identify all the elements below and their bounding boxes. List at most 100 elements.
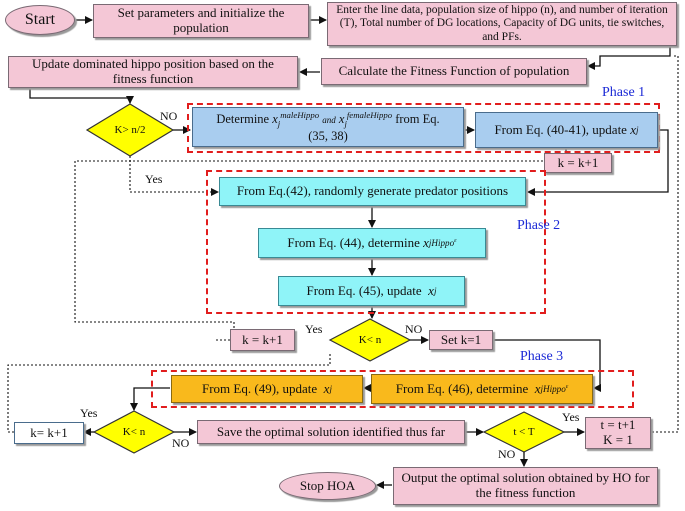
male-sub: j (277, 119, 281, 130)
stop-label: Stop HOA (299, 477, 356, 493)
yes-label-3: Yes (80, 406, 98, 420)
calculate-fitness-text: Calculate the Fitness Function of popula… (338, 63, 570, 79)
k-increment-3-text: k= k+1 (30, 424, 68, 440)
phase-1-region (187, 103, 660, 153)
decision-k-lt-n-phase2 (328, 318, 412, 362)
arrow-update-kn2 (29, 82, 134, 104)
eq-49-var: x (323, 380, 330, 396)
decision-k-lt-n-label-1: K< n (345, 332, 395, 348)
eq-49-sub: j (329, 383, 332, 394)
calculate-fitness-box: Calculate the Fitness Function of popula… (321, 58, 587, 85)
male-hippo-var: x (272, 112, 278, 127)
start-terminal: Start (5, 5, 75, 35)
eq-46-sup: Hippoε (543, 383, 568, 394)
determine-suffix: from Eq. (395, 112, 440, 127)
eq-42-box: From Eq.(42), randomly generate predator… (219, 177, 526, 206)
eq-40-41-var: x (630, 121, 636, 137)
enter-data-text: Enter the line data, population size of … (336, 4, 668, 43)
k-increment-3-box: k= k+1 (14, 422, 84, 444)
yes-label-2: Yes (305, 322, 323, 336)
and-word: and (322, 115, 336, 126)
determine-line1: Determine xjmaleHippo and xjfemaleHippo … (216, 110, 439, 129)
loop-tinc-back (652, 55, 679, 433)
eq-46-var: x (534, 380, 541, 396)
eq-49-text: From Eq. (49), update (202, 380, 318, 396)
eq-42-text: From Eq.(42), randomly generate predator… (236, 183, 509, 199)
eq-45-text: From Eq. (45), update (306, 282, 422, 298)
save-optimal-text: Save the optimal solution identified thu… (216, 423, 446, 439)
eq-44-text: From Eq. (44), determine (287, 234, 420, 250)
eq-44-sup: Hippoε (431, 237, 456, 248)
set-parameters-box: Set parameters and initialize the popula… (93, 4, 309, 38)
phase-2-region (206, 170, 546, 314)
no-label-2: NO (405, 322, 423, 336)
phase-3-region (151, 370, 634, 408)
decision-k-lt-n-label-2: K< n (109, 424, 159, 440)
no-label-3: NO (172, 436, 190, 450)
eq-44-sup-eps: ε (454, 237, 457, 245)
eq-46-text: From Eq. (46), determine (395, 380, 529, 396)
output-optimal-box: Output the optimal solution obtained by … (393, 467, 658, 505)
no-label-1: NO (160, 109, 178, 123)
loop-yes-eq42 (129, 156, 219, 196)
arrow-enter-calc (587, 26, 671, 70)
update-dominated-box: Update dominated hippo position based on… (8, 56, 298, 88)
k-increment-1-box: k = k+1 (544, 153, 612, 173)
eq-40-41-sub: j (636, 124, 639, 135)
eq-44-sup-main: Hippo (431, 238, 455, 249)
t-increment-box: t = t+1 K = 1 (585, 417, 651, 449)
decision-k-lt-n-phase3 (92, 410, 176, 454)
arrow-setk-eq46 (494, 339, 601, 392)
k-increment-2-box: k = k+1 (230, 329, 295, 351)
start-label: Start (24, 10, 56, 28)
k-increment-2-text: k = k+1 (242, 331, 283, 347)
eq-44-var: x (423, 234, 429, 250)
t-lt-T-text: t < T (513, 425, 535, 438)
female-sub: j (344, 119, 347, 130)
save-optimal-box: Save the optimal solution identified thu… (197, 420, 465, 444)
eq-40-41-text: From Eq. (40-41), update (494, 121, 627, 137)
determine-prefix: Determine (216, 112, 270, 127)
arrow-eq49-klt2 (130, 387, 170, 411)
set-k-box: Set k=1 (429, 330, 493, 350)
arrow-eq4041-eq42 (527, 129, 669, 196)
female-hippo-sup: femaleHippo (346, 110, 393, 121)
phase-1-label: Phase 1 (602, 85, 646, 100)
t-increment-text: t = t+1 (600, 417, 636, 433)
enter-data-box: Enter the line data, population size of … (327, 2, 677, 46)
yes-label-1: Yes (145, 172, 163, 186)
loop-kinc3-back (7, 352, 331, 433)
eq-45-var: x (428, 282, 434, 298)
female-hippo-var: x (338, 112, 345, 127)
stop-terminal: Stop HOA (279, 472, 376, 500)
k-half-n-text: K> n/2 (114, 123, 146, 136)
set-parameters-text: Set parameters and initialize the popula… (117, 5, 285, 35)
yes-label-4: Yes (562, 410, 580, 424)
eq-46-sup-eps: ε (565, 383, 569, 391)
decision-k-half-n-label: K> n/2 (95, 122, 165, 138)
k-reset-text: K = 1 (603, 432, 633, 447)
k-lt-n-text-1: K< n (358, 333, 382, 346)
determine-eqs: (35, 38) (308, 129, 348, 144)
k-lt-n-text-2: K< n (122, 425, 146, 438)
male-hippo-sup: maleHippo (280, 110, 320, 121)
decision-t-lt-T-label: t < T (499, 424, 549, 440)
determine-male-female-box: Determine xjmaleHippo and xjfemaleHippo … (192, 107, 464, 147)
k-increment-1-text: k = k+1 (557, 154, 599, 170)
no-label-4: NO (498, 447, 516, 461)
output-optimal-text: Output the optimal solution obtained by … (401, 470, 650, 500)
phase-3-label: Phase 3 (520, 349, 564, 364)
eq-46-sub: j (540, 383, 544, 394)
phase-2-label: Phase 2 (517, 218, 561, 233)
eq-45-sub: j (433, 285, 437, 296)
set-k-text: Set k=1 (440, 331, 482, 347)
eq-46-sup-main: Hippo (543, 384, 566, 395)
eq-44-sub: j (428, 237, 432, 248)
update-dominated-text: Update dominated hippo position based on… (32, 56, 274, 86)
